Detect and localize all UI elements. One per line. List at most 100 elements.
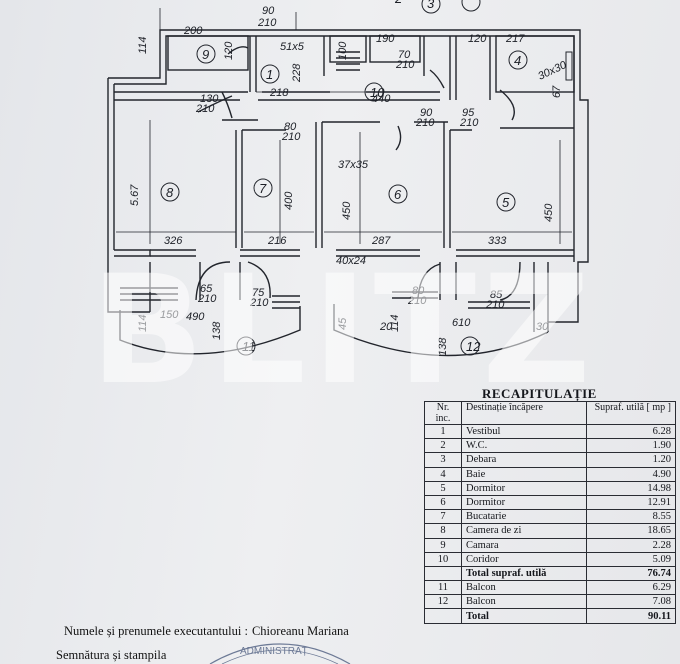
dimension-label: 80 [412,285,425,297]
executant-line: Numele și prenumele executantului :Chior… [60,624,349,639]
dimension-label: 450 [341,201,353,220]
room-number-11: 11 [242,339,256,354]
room-number-3: 3 [427,0,435,11]
header-area: Supraf. utilă [ mp ] [586,401,676,425]
dimension-label: 65 [200,283,213,295]
room-area: 7.08 [586,594,676,610]
room-9-outline [167,35,249,71]
room-destination: Camara [461,537,587,553]
dimension-label: 326 [164,235,183,247]
room-area: 6.28 [586,423,676,440]
dimension-label: 138 [211,321,223,340]
signature-label: Semnătura și stampila [56,648,167,662]
room-number-12: 12 [466,339,481,354]
room-nr: 8 [424,523,462,539]
room-area: 14.98 [586,480,676,496]
dimension-label: 210 [195,103,215,115]
dimension-label: 45 [337,317,349,330]
room-nr: 6 [424,494,462,511]
dimension-label: 138 [437,337,449,356]
dimension-label: 95 [462,107,475,119]
room-destination: Balcon [461,594,587,610]
dimension-label: 228 [291,63,303,83]
room-number-5: 5 [502,195,510,210]
balcony-11-outline [119,306,301,355]
room-area: 5.09 [586,551,676,567]
dimension-label: 90 [262,5,275,17]
dimension-label: 100 [337,41,349,60]
dimension-label: 216 [267,235,287,247]
header-destination: Destinație încăpere [461,401,587,425]
total-util-label: Total supraf. utilă [461,565,587,582]
total-label: Total [461,608,587,624]
dimension-label: 210 [197,293,217,305]
dimension-label: 610 [452,317,471,329]
south-wall [114,249,151,257]
room-4-outline [495,35,575,93]
left-wall [107,78,150,313]
dimension-label: 30 [536,321,549,333]
total-row: Total 90.11 [424,608,676,624]
dimension-label: 90 [420,107,433,119]
room-nr: 9 [424,537,462,553]
recap-table: Nr. inc. Destinație încăpere Supraf. uti… [424,401,676,624]
dimension-label: 190 [376,33,395,45]
dimension-label: 200 [183,25,203,37]
room-destination: Bucatarie [461,509,587,525]
dimension-label: 75 [252,287,265,299]
room-nr: 2 [424,438,462,454]
room-nr: 11 [424,580,462,596]
room-area: 12.91 [586,494,676,511]
room-number-6: 6 [394,187,402,202]
room-destination: Coridor [461,551,587,567]
dimension-label: 120 [468,33,487,45]
dimension-label: 85 [490,289,503,301]
dimension-label: 210 [407,295,427,307]
room-destination: Baie [461,466,587,482]
room-area: 1.20 [586,452,676,468]
room-area: 6.29 [586,580,676,596]
room-area: 1.90 [586,438,676,454]
room-destination: Debara [461,452,587,468]
room-number-2: 2 [394,0,403,6]
total-value: 90.11 [586,608,676,624]
total-util-value: 76.74 [586,565,676,582]
room-destination: Dormitor [461,480,587,496]
room-destination: W.C. [461,438,587,454]
outer-wall [108,29,589,332]
dimension-label: 114 [389,314,401,332]
room-number-1: 1 [266,67,273,82]
dimension-label: 287 [371,235,391,247]
room-destination: Vestibul [461,423,587,440]
dimension-label: 490 [186,311,205,323]
room-area: 4.90 [586,466,676,482]
dimension-label: 120 [223,41,235,60]
stamp: ADMINISTRAȚ [209,643,351,664]
room-nr: 4 [424,466,462,482]
room-number-9: 9 [202,47,209,62]
dimension-label: 67 [551,85,563,98]
dimension-label: 150 [160,309,179,321]
balcony-12-outline [333,304,549,357]
room-3-outline [369,35,421,63]
dimension-label: 114 [137,314,149,332]
dimension-label: 440 [372,93,391,105]
dimension-label: 80 [284,121,297,133]
dimension-label: 210 [249,297,269,309]
dimension-label: 30x30 [536,59,569,83]
room-destination: Camera de zi [461,523,587,539]
dimension-label: 51x5 [280,41,305,53]
room-nr: 12 [424,594,462,610]
dimension-label: 40x24 [336,255,366,267]
